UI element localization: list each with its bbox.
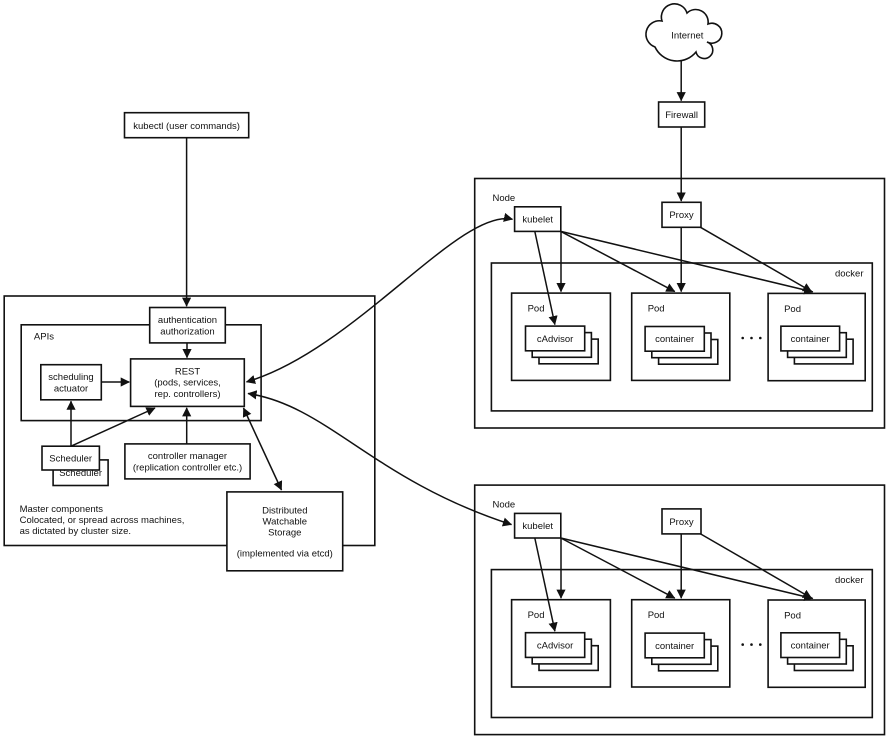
svg-text:Scheduler: Scheduler [59,468,102,479]
svg-text:Pod: Pod [528,304,545,315]
svg-text:docker: docker [835,575,864,586]
svg-text:as dictated by cluster size.: as dictated by cluster size. [20,526,131,537]
svg-text:Master components: Master components [20,504,104,515]
svg-text:Node: Node [493,193,516,204]
svg-text:Pod: Pod [528,610,545,621]
svg-text:cAdvisor: cAdvisor [537,334,573,345]
svg-text:authentication: authentication [158,315,217,326]
svg-text:Pod: Pod [648,304,665,315]
svg-text:Watchable: Watchable [263,517,308,528]
svg-text:Storage: Storage [268,528,301,539]
svg-text:(replication controller etc.): (replication controller etc.) [133,463,242,474]
svg-text:controller manager: controller manager [148,451,227,462]
svg-text:Distributed: Distributed [262,506,307,517]
svg-text:container: container [791,641,830,652]
svg-text:REST: REST [175,366,201,377]
svg-text:Proxy: Proxy [669,517,694,528]
svg-text:rep. controllers): rep. controllers) [155,389,221,400]
svg-text:Scheduler: Scheduler [49,453,92,464]
svg-text:kubelet: kubelet [522,215,553,226]
svg-text:container: container [791,334,830,345]
svg-text:APIs: APIs [34,332,54,343]
svg-text:Firewall: Firewall [665,110,698,121]
svg-text:docker: docker [835,268,864,279]
svg-text:kubectl (user commands): kubectl (user commands) [133,121,240,132]
svg-text:(pods, services,: (pods, services, [154,378,221,389]
svg-text:Internet: Internet [671,31,704,42]
svg-text:Colocated, or spread across ma: Colocated, or spread across machines, [20,515,185,526]
svg-text:container: container [655,641,694,652]
svg-text:cAdvisor: cAdvisor [537,640,573,651]
svg-text:Pod: Pod [784,304,801,315]
svg-text:Proxy: Proxy [669,210,694,221]
svg-text:Pod: Pod [648,610,665,621]
svg-text:authorization: authorization [160,326,214,337]
svg-text:kubelet: kubelet [522,521,553,532]
svg-text:Pod: Pod [784,610,801,621]
svg-text:(implemented via etcd): (implemented via etcd) [237,549,333,560]
svg-text:scheduling: scheduling [48,372,93,383]
svg-text:actuator: actuator [54,384,88,395]
svg-text:Node: Node [493,500,516,511]
svg-text:container: container [655,334,694,345]
